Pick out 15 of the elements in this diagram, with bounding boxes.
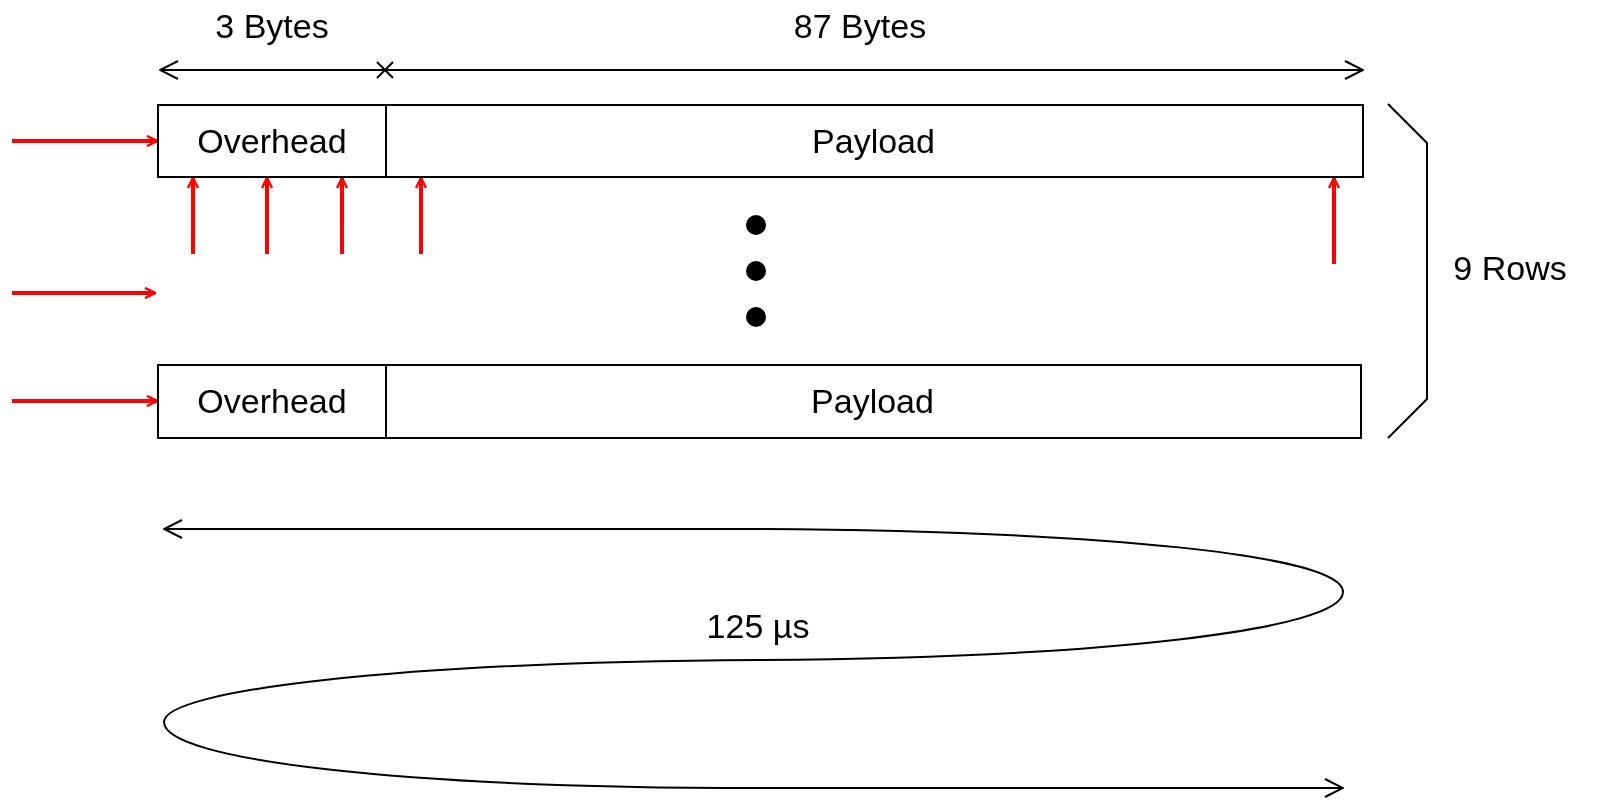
dimension-label: 87 Bytes: [793, 6, 927, 46]
arrow: [186, 176, 200, 254]
frame-cell: Overhead: [157, 364, 387, 439]
frame-cell: Payload: [385, 364, 1362, 439]
arrow: [12, 394, 159, 408]
arrow: [414, 176, 428, 254]
arrow: [1327, 176, 1341, 264]
arrow: [260, 176, 274, 254]
arrow: [12, 134, 159, 148]
frame-cell: Overhead: [157, 104, 387, 178]
dimension-label: 9 Rows: [1453, 248, 1567, 288]
frame-cell: Payload: [385, 104, 1364, 178]
dimension-label: 3 Bytes: [215, 6, 329, 46]
duration-label: 125 µs: [706, 606, 810, 646]
arrow: [335, 176, 349, 254]
